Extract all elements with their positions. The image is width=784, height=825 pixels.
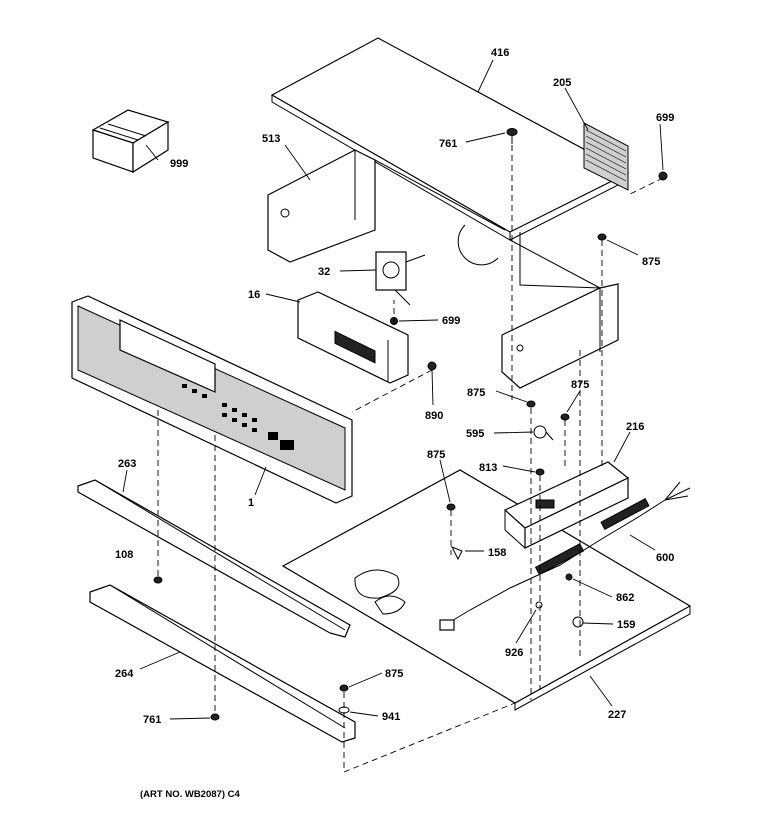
callout-875-top: 875 [642,256,660,268]
side-housing [501,232,619,389]
callout-513: 513 [262,133,280,145]
screw-875-bottom [338,684,350,714]
callout-595: 595 [466,428,484,440]
control-panel-1 [71,295,353,504]
callout-labels: 416 205 699 761 513 999 875 32 16 699 89… [115,47,674,726]
callout-862: 862 [616,592,634,604]
callout-216: 216 [626,421,644,433]
callout-205: 205 [553,77,571,89]
callout-158: 158 [488,547,506,559]
bracket-263 [77,479,351,638]
screw-108 [153,576,163,584]
small-parts [446,400,584,628]
screw-761-top [506,128,518,144]
relay-32 [375,251,426,306]
callout-32: 32 [318,266,330,278]
callout-159: 159 [617,619,635,631]
screw-699-top [658,171,668,181]
callout-875-b: 875 [467,387,485,399]
callout-999: 999 [170,158,188,170]
wire-harness-600 [439,481,691,631]
terminal-block-216 [503,461,630,549]
callout-227: 227 [608,709,626,721]
callout-263: 263 [118,458,136,470]
callout-108: 108 [115,549,133,561]
callout-699-top: 699 [656,112,674,124]
leader-lines [122,59,664,720]
callout-875-bottom: 875 [385,668,403,680]
rear-panel-513 [267,149,506,266]
screw-890 [427,361,437,371]
callout-699-mid: 699 [442,315,460,327]
callout-761-top: 761 [439,138,457,150]
vent-grille-205 [583,122,629,191]
callout-16: 16 [248,289,260,301]
base-plate-227 [281,469,692,711]
callout-600: 600 [656,552,674,564]
screw-875-top [597,233,607,241]
box-999 [91,109,170,174]
callout-875-d: 875 [427,449,445,461]
callout-761-bottom: 761 [143,714,161,726]
trim-264 [89,584,356,743]
callout-813: 813 [479,462,497,474]
callout-890: 890 [425,410,443,422]
art-number-caption: (ART NO. WB2087) C4 [140,789,240,800]
screw-761-bottom [210,713,220,721]
callout-941: 941 [382,711,400,723]
callout-416: 416 [491,47,509,59]
callout-1: 1 [248,497,254,509]
callout-926: 926 [505,647,523,659]
callout-264: 264 [115,668,134,680]
control-board-16 [297,291,409,384]
callout-875-c: 875 [571,379,589,391]
alignment-lines [157,145,664,773]
